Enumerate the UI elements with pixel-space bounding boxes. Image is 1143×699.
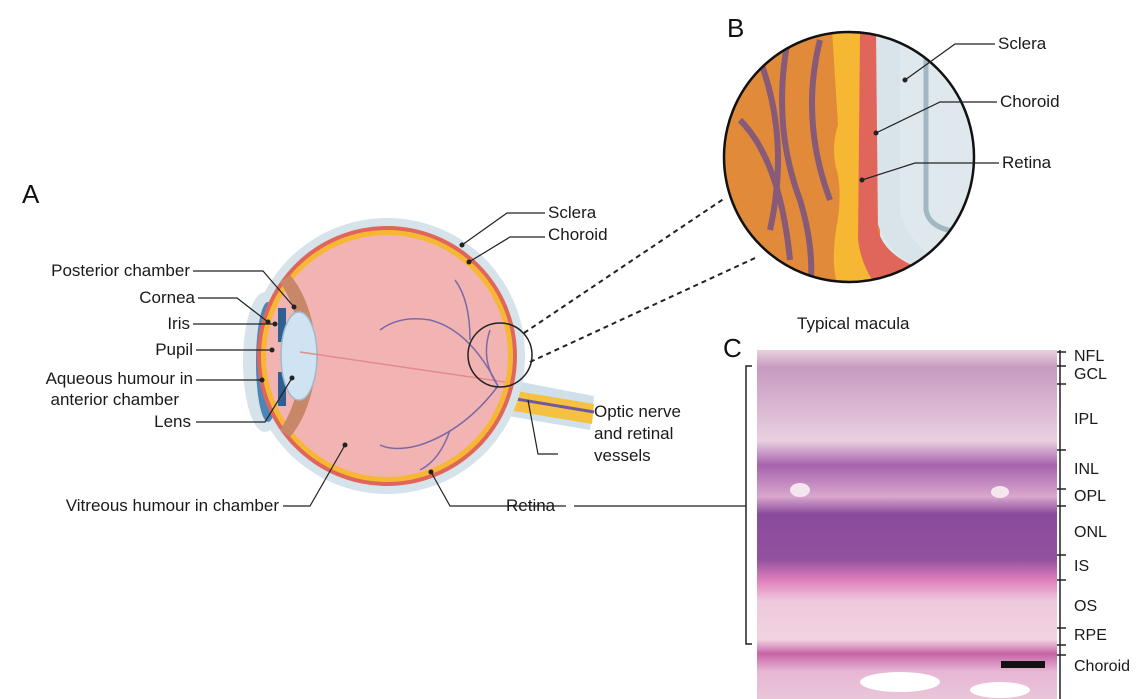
macula-label-retina: Retina [1002, 153, 1051, 173]
label-aqueous-line1: Aqueous humour in [46, 369, 193, 389]
label-lens: Lens [154, 412, 191, 432]
macula-label-choroid: Choroid [1000, 92, 1060, 112]
panel-label-b: B [727, 14, 744, 42]
layer-label-choroid: Choroid [1074, 658, 1130, 676]
macula-label-sclera: Sclera [998, 34, 1046, 54]
layer-label-gcl: GCL [1074, 366, 1107, 384]
layer-label-is: IS [1074, 558, 1089, 576]
label-vitreous-humour: Vitreous humour in chamber [66, 496, 279, 516]
histology-section [757, 350, 1057, 699]
label-optic-line2: and retinal [594, 424, 673, 444]
layer-label-rpe: RPE [1074, 627, 1107, 645]
layer-label-opl: OPL [1074, 488, 1106, 506]
scale-bar [1001, 661, 1045, 668]
label-aqueous-line2: anterior chamber [50, 390, 179, 410]
zoom-connector-lower [530, 258, 755, 362]
label-iris: Iris [167, 314, 190, 334]
panel-label-a: A [22, 180, 39, 208]
layer-label-nfl: NFL [1074, 348, 1104, 366]
label-cornea: Cornea [139, 288, 195, 308]
layer-label-ipl: IPL [1074, 411, 1098, 429]
retina-histology [757, 350, 1057, 699]
label-pupil: Pupil [155, 340, 193, 360]
panel-label-c: C [723, 334, 742, 362]
label-optic-line3: vessels [594, 446, 651, 466]
macula-caption: Typical macula [797, 314, 909, 334]
layer-label-os: OS [1074, 598, 1097, 616]
label-sclera: Sclera [548, 203, 596, 223]
layer-bracket-ticks [1057, 350, 1066, 699]
label-optic-line1: Optic nerve [594, 402, 681, 422]
layer-label-inl: INL [1074, 461, 1099, 479]
retina-bracket [746, 366, 752, 644]
label-choroid: Choroid [548, 225, 608, 245]
layer-label-onl: ONL [1074, 524, 1107, 542]
label-retina: Retina [506, 496, 555, 516]
label-posterior-chamber: Posterior chamber [51, 261, 190, 281]
